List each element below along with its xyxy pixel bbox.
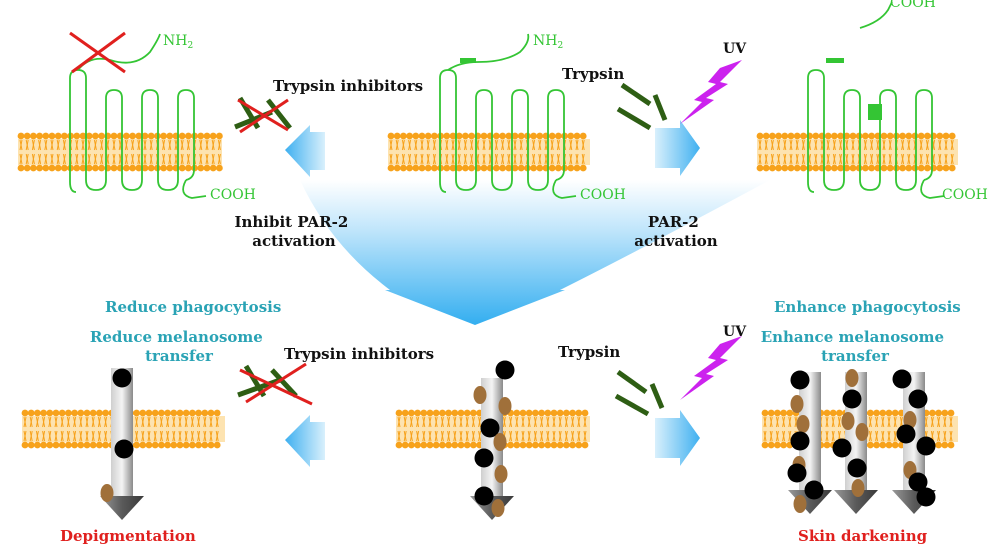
- cooh-label-3: COOH: [942, 187, 988, 203]
- skin-darkening-label: Skin darkening: [798, 527, 928, 545]
- reduce-transfer-label: Reduce melanosome transfer: [90, 328, 268, 365]
- trypsin-icon: [614, 369, 665, 417]
- melanosome-icon: [841, 412, 855, 430]
- melanosome-icon: [796, 415, 810, 433]
- cooh-label-2: COOH: [580, 187, 626, 203]
- melanosome-icon: [847, 458, 867, 478]
- melanosome-icon: [851, 479, 865, 497]
- par2-receptors: [69, 1, 945, 199]
- uv-label-top: UV: [723, 41, 747, 57]
- melanosome-icon: [855, 423, 869, 441]
- activation-arrow-top: [655, 120, 700, 176]
- cooh-label-4: COOH: [890, 0, 936, 11]
- trypsin-icon: [616, 82, 668, 131]
- melanosome-icon: [787, 463, 807, 483]
- melanosome-icon: [790, 431, 810, 451]
- melanosome-icon: [474, 486, 494, 506]
- melanosome-icon: [100, 484, 114, 502]
- melanosome-icon: [793, 495, 807, 513]
- trypsin-inhibitors-label-top: Trypsin inhibitors: [273, 77, 423, 95]
- depigmentation-label: Depigmentation: [60, 527, 196, 545]
- par2-receptor-icon: [807, 1, 945, 199]
- reduce-phagocytosis-label: Reduce phagocytosis: [105, 298, 281, 316]
- nh2-label-1: NH2: [163, 33, 193, 51]
- par2-activation-label: PAR-2 activation: [634, 213, 718, 250]
- melanosome-icon: [480, 418, 500, 438]
- melanosome-icon: [114, 439, 134, 459]
- melanosome-icon: [790, 395, 804, 413]
- nh2-label-2: NH2: [533, 33, 563, 51]
- membranes: [17, 132, 958, 449]
- inhibit-arrow-bottom: [285, 415, 325, 467]
- melanosome-icon: [903, 411, 917, 429]
- melanosome-icon: [491, 499, 505, 517]
- melanosome-icon: [473, 386, 487, 404]
- melanosome-icon: [842, 389, 862, 409]
- melanosome-icon: [790, 370, 810, 390]
- melanosome-icon: [916, 436, 936, 456]
- melanosome-transfer: [100, 360, 936, 520]
- trypsin-inhibitor-icon: [234, 96, 292, 134]
- uv-lightning-icon: [680, 60, 742, 124]
- lipid-bilayer-icon: [387, 132, 590, 172]
- transfer-arrow-icon: [100, 368, 144, 520]
- melanosome-icon: [494, 465, 508, 483]
- cleavage-blocked-cross: [69, 31, 126, 74]
- convergence-funnel-arrow: [300, 180, 770, 325]
- inhibit-arrow-top: [285, 125, 325, 177]
- trypsin-inhibitor-icon: [237, 362, 313, 406]
- melanosome-icon: [916, 487, 936, 507]
- melanosome-icon: [474, 448, 494, 468]
- lipid-bilayer-icon: [756, 132, 958, 172]
- melanosome-icon: [495, 360, 515, 380]
- melanosome-icon: [112, 368, 132, 388]
- cooh-label-1: COOH: [210, 187, 256, 203]
- melanosome-icon: [908, 389, 928, 409]
- melanosome-icon: [892, 369, 912, 389]
- activation-arrow-bottom: [655, 410, 700, 466]
- inhibit-par2-label: Inhibit PAR-2 activation: [234, 213, 353, 250]
- melanosome-icon: [832, 438, 852, 458]
- melanosome-icon: [493, 433, 507, 451]
- trypsin-label-bottom: Trypsin: [558, 343, 620, 361]
- melanosome-icon: [804, 480, 824, 500]
- melanosome-icon: [896, 424, 916, 444]
- uv-lightning-icon: [680, 336, 742, 400]
- melanosome-icon: [908, 472, 928, 492]
- enhance-phagocytosis-label: Enhance phagocytosis: [774, 298, 961, 316]
- par2-receptor-icon: [69, 33, 207, 199]
- trypsin-label-top: Trypsin: [562, 65, 624, 83]
- melanosome-icon: [845, 369, 859, 387]
- enhance-transfer-label: Enhance melanosome transfer: [761, 328, 950, 365]
- uv-label-bottom: UV: [723, 324, 747, 340]
- melanosome-icon: [498, 397, 512, 415]
- par2-receptor-icon: [439, 33, 577, 199]
- trypsin-inhibitors-label-bottom: Trypsin inhibitors: [284, 345, 434, 363]
- lipid-bilayer-icon: [17, 132, 223, 172]
